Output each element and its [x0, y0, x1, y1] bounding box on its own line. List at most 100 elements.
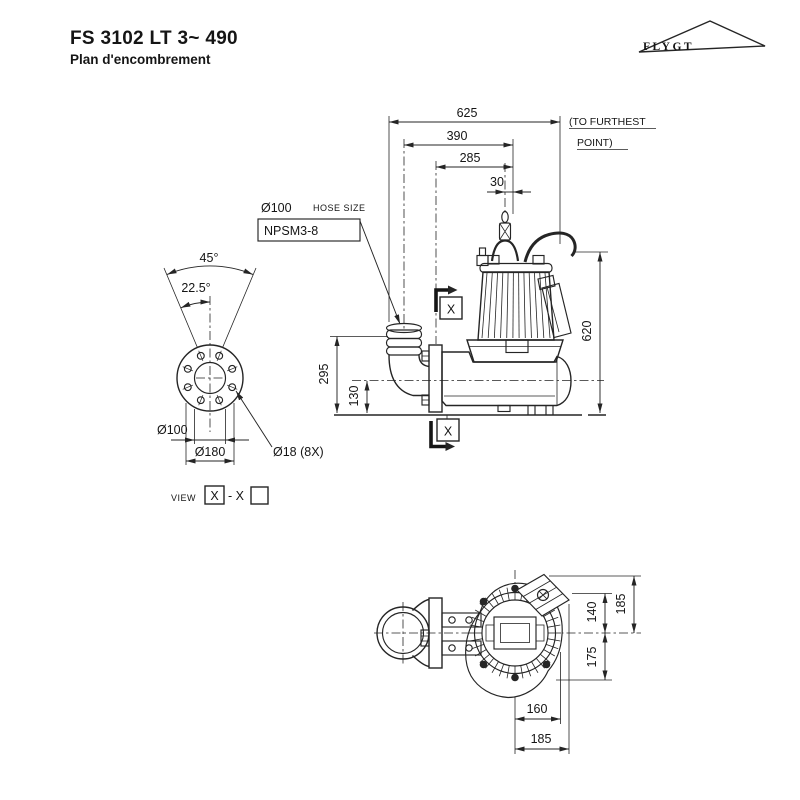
bolt: [479, 660, 488, 669]
view-label: VIEW: [171, 493, 196, 503]
canopy-bolt: [536, 588, 550, 602]
logo-arrow-shape: [638, 20, 766, 53]
angle-line-left: [163, 267, 198, 348]
pipe-inner: [381, 611, 425, 655]
hose-ring: [385, 337, 423, 348]
dim-285: 285: [436, 151, 513, 170]
dim-30: 30: [487, 175, 531, 195]
dim-295-label: 295: [317, 364, 331, 385]
junction-box-inner: [500, 623, 530, 643]
view-x1-label: X: [210, 489, 219, 503]
elbow-inner: [418, 354, 430, 368]
cable-guard: [541, 282, 572, 339]
dim-185-bottom-label: 185: [531, 732, 552, 746]
view-arrow: [429, 421, 446, 449]
lifting-bail: [490, 239, 520, 262]
view-marker-top: X: [434, 285, 463, 320]
view-x-box: [436, 418, 460, 442]
angle-225-arc: [180, 299, 211, 309]
pump-side-drawing: [334, 210, 606, 416]
bail-lug: [532, 254, 545, 265]
plan-elbow-bottom: [412, 654, 430, 668]
dim-160-185: 160 185: [514, 604, 570, 754]
hose-opening: [385, 322, 423, 334]
cable-guard-top: [537, 274, 556, 291]
view-marker-bottom: X: [429, 415, 460, 451]
dim-dia18: Ø18 (8X): [235, 390, 324, 459]
motor-rib-ring: [473, 591, 557, 675]
page-title: FS 3102 LT 3~ 490: [70, 28, 238, 49]
elbow-outer: [388, 354, 429, 397]
dim-620-label: 620: [580, 321, 594, 342]
angle-line-right: [222, 267, 257, 348]
power-cable: [523, 231, 577, 263]
plan-flange-bolt: [420, 629, 430, 647]
dim-130-label: 130: [347, 386, 361, 407]
dim-dia100: Ø100: [157, 409, 249, 444]
thread-label: NPSM3-8: [264, 224, 318, 238]
logo-text: FLYGT: [643, 41, 694, 53]
view-xx-row: VIEW X - X: [171, 485, 269, 505]
bracket-arm: [441, 640, 482, 656]
dim-185-right-label: 185: [614, 594, 628, 615]
jacket-fins: [481, 272, 551, 339]
jacket-top-rim: [479, 262, 553, 274]
view-x-label: X: [444, 425, 453, 439]
callout-leader: [359, 220, 401, 325]
oil-housing: [466, 339, 564, 363]
junction-tab: [535, 624, 545, 642]
hose-callout: Ø100 HOSE SIZE NPSM3-8: [257, 201, 401, 325]
bolt: [511, 673, 519, 682]
side-view: 625 (TO FURTHEST POINT) 390 285 30 62: [257, 106, 656, 451]
view-x-label: X: [447, 303, 456, 317]
to-furthest-line2: POINT): [577, 137, 613, 149]
dim-dia180: Ø180: [185, 403, 235, 465]
view-x-box: [439, 296, 463, 320]
view-x-box: [204, 485, 225, 505]
angle-225-label: 22.5°: [181, 281, 210, 295]
dim-140-175-185: 140 175 185: [549, 575, 641, 681]
to-furthest-line1: (TO FURTHEST: [569, 116, 646, 128]
view-arrow: [434, 288, 448, 312]
cable-canopy: [516, 573, 570, 617]
view-arrowhead: [448, 285, 458, 295]
bolt: [479, 597, 488, 606]
flange-view: 45° 22.5° Ø100 Ø180 Ø18 (8X) VIEW: [157, 251, 324, 505]
dim-625-label: 625: [457, 106, 478, 120]
view-arrowhead: [445, 442, 455, 451]
header: FS 3102 LT 3~ 490 Plan d'encombrement FL…: [70, 20, 766, 67]
dim-30-label: 30: [490, 175, 504, 189]
bottom-view: 140 175 185 160 185: [374, 570, 641, 754]
flygt-logo: FLYGT: [638, 20, 766, 53]
dim-130: 130: [347, 381, 370, 413]
dim-140-label: 140: [585, 602, 599, 623]
bracket-arm: [441, 612, 482, 628]
dia18-label: Ø18 (8X): [273, 445, 324, 459]
dia180-label: Ø180: [195, 445, 226, 459]
cooling-jacket: [477, 271, 555, 341]
bottom-bolt: [497, 404, 511, 413]
dim-625: 625 (TO FURTHEST POINT): [389, 106, 656, 150]
dim-285-label: 285: [460, 151, 481, 165]
lift-shackle: [498, 222, 512, 241]
page-subtitle: Plan d'encombrement: [70, 52, 211, 67]
volute-body: [441, 351, 572, 407]
dim-390-label: 390: [447, 129, 468, 143]
dim-620: 620: [575, 251, 608, 413]
discharge-flange-plate: [428, 344, 443, 413]
dim-160-label: 160: [527, 702, 548, 716]
dim-295: 295: [317, 336, 388, 413]
junction-tab: [485, 624, 495, 642]
bolt: [542, 660, 551, 669]
plan-elbow-top: [412, 598, 430, 612]
view-empty-box: [250, 486, 269, 505]
cable-clamp-top: [478, 247, 487, 257]
hose-size-label: HOSE SIZE: [313, 203, 366, 213]
thread-callout-box: [257, 218, 361, 242]
angle-45-arc: [166, 265, 254, 275]
flange-bolt-holes: [182, 350, 238, 406]
hose-dia-label: Ø100: [261, 201, 292, 215]
lift-link: [501, 210, 509, 224]
angle-45-label: 45°: [200, 251, 219, 265]
